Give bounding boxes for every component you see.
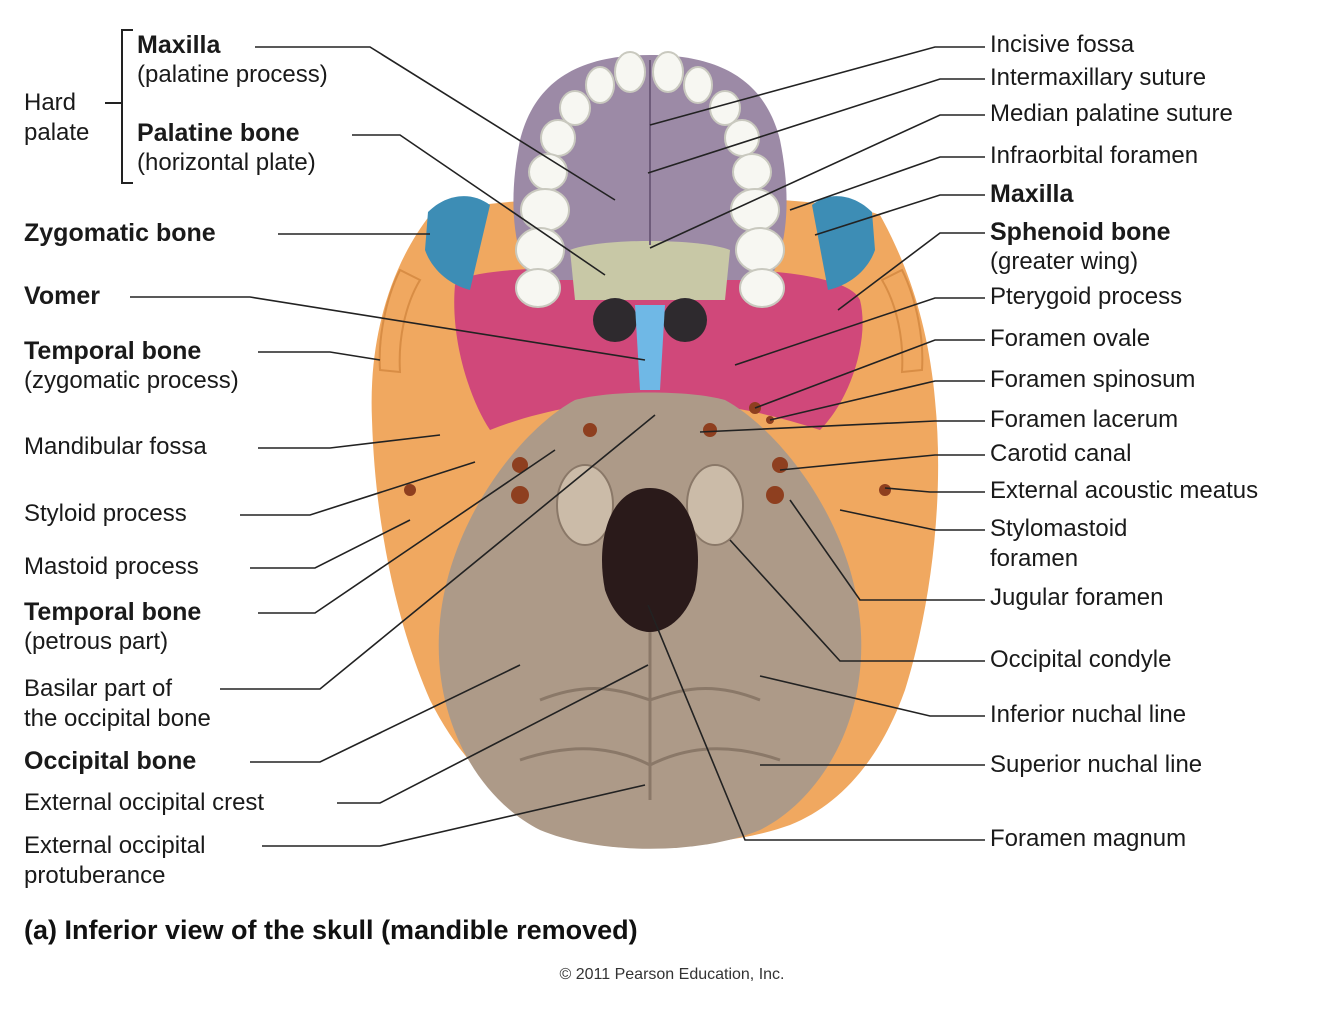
label-temporal-petrous-sub: (petrous part)	[24, 628, 169, 655]
label-external-acoustic-meatus: External acoustic meatus	[990, 477, 1259, 504]
label-temporal-zygomatic-sub: (zygomatic process)	[24, 367, 239, 394]
label-palatine-bone-sub: (horizontal plate)	[137, 149, 316, 176]
zygomatic-bone-left	[425, 196, 490, 290]
label-infraorbital-foramen: Infraorbital foramen	[990, 142, 1199, 169]
label-maxilla-palatine-sub: (palatine process)	[137, 61, 328, 88]
label-occipital-bone: Occipital bone	[24, 747, 197, 775]
nuchal-crest-lines	[519, 632, 781, 800]
label-foramen-spinosum: Foramen spinosum	[990, 366, 1196, 393]
label-foramen-magnum: Foramen magnum	[990, 825, 1187, 852]
label-inferior-nuchal-line: Inferior nuchal line	[990, 701, 1187, 728]
label-sphenoid-bone: Sphenoid bone	[990, 218, 1171, 246]
hard-palate-bracket	[105, 29, 133, 184]
label-occipital-condyle: Occipital condyle	[990, 646, 1172, 673]
label-jugular-foramen: Jugular foramen	[990, 584, 1164, 611]
label-pterygoid-process: Pterygoid process	[990, 283, 1183, 310]
label-styloid-process: Styloid process	[24, 500, 187, 527]
label-stylomastoid-foramen-1: Stylomastoid	[990, 515, 1128, 542]
hard-palate-label-1: Hard	[24, 89, 77, 116]
label-superior-nuchal-line: Superior nuchal line	[990, 751, 1203, 778]
label-mandibular-fossa: Mandibular fossa	[24, 433, 207, 460]
label-temporal-petrous: Temporal bone	[24, 598, 202, 626]
label-external-occipital-protuberance-1: External occipital	[24, 832, 206, 859]
label-external-occipital-crest: External occipital crest	[24, 789, 265, 816]
label-basilar-part-1: Basilar part of	[24, 675, 173, 702]
choana-right	[663, 298, 707, 342]
label-incisive-fossa: Incisive fossa	[990, 31, 1135, 58]
label-sphenoid-bone-sub: (greater wing)	[990, 248, 1139, 275]
hard-palate-label-2: palate	[24, 119, 90, 146]
label-external-occipital-protuberance-2: protuberance	[24, 862, 166, 889]
palatine-bone-shape	[570, 241, 730, 300]
label-palatine-bone: Palatine bone	[137, 119, 300, 147]
leader-lines-right	[647, 46, 985, 841]
label-zygomatic-bone: Zygomatic bone	[24, 219, 216, 247]
temporal-zygomatic-process-right	[880, 268, 924, 374]
label-stylomastoid-foramen-2: foramen	[990, 545, 1079, 572]
label-intermaxillary-suture: Intermaxillary suture	[990, 64, 1207, 91]
label-maxilla-palatine: Maxilla	[137, 31, 221, 59]
label-carotid-canal: Carotid canal	[990, 440, 1132, 467]
foramen-magnum-shape	[602, 488, 698, 632]
label-mastoid-process: Mastoid process	[24, 553, 199, 580]
occipital-condyle-right	[686, 464, 744, 546]
zygomatic-bone-right	[812, 196, 875, 290]
vomer-shape	[635, 305, 665, 390]
teeth-arcade	[515, 51, 785, 308]
figure-caption: (a) Inferior view of the skull (mandible…	[24, 915, 638, 945]
occipital-condyle-left	[556, 464, 614, 546]
label-median-palatine-suture: Median palatine suture	[990, 100, 1233, 127]
copyright-notice: © 2011 Pearson Education, Inc.	[559, 966, 785, 983]
label-basilar-part-2: the occipital bone	[24, 705, 211, 732]
choana-left	[593, 298, 637, 342]
foramina-dots	[404, 402, 891, 504]
label-foramen-ovale: Foramen ovale	[990, 325, 1151, 352]
label-temporal-zygomatic: Temporal bone	[24, 337, 202, 365]
label-vomer: Vomer	[24, 282, 100, 310]
label-maxilla-right: Maxilla	[990, 180, 1074, 208]
label-foramen-lacerum: Foramen lacerum	[990, 406, 1179, 433]
leader-lines-left	[130, 46, 656, 847]
